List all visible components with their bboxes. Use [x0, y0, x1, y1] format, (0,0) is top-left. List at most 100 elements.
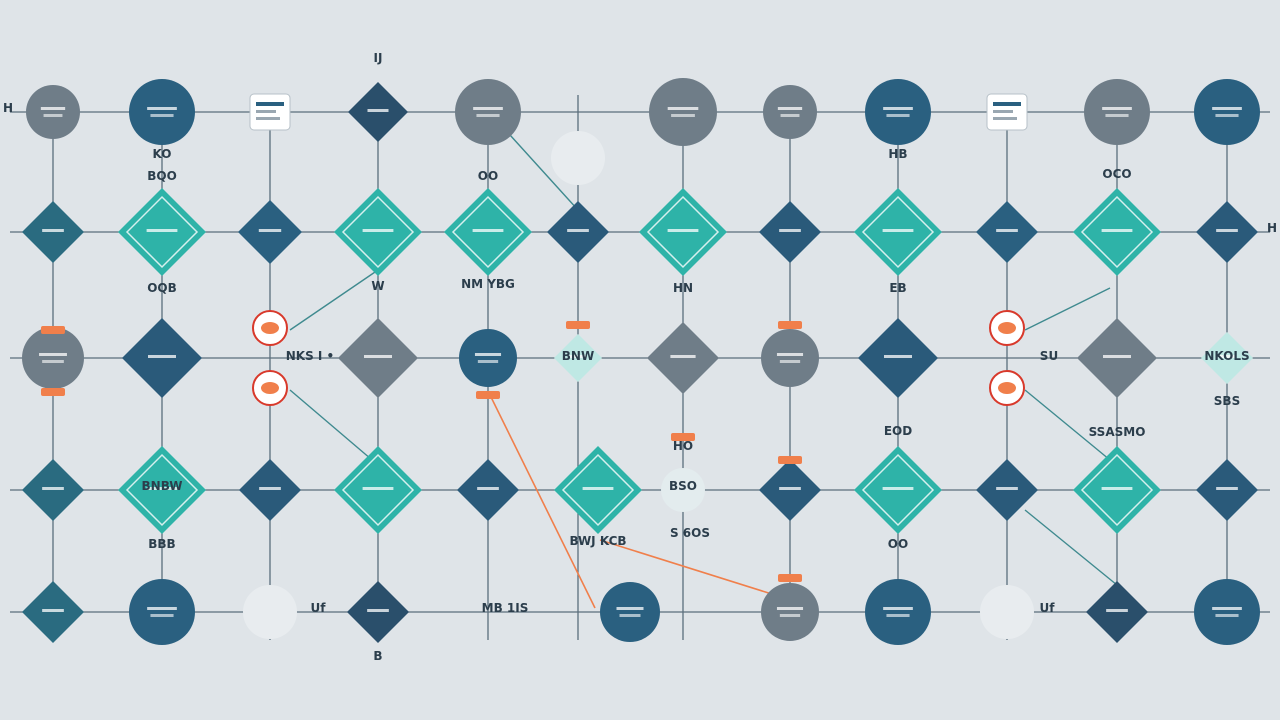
node-text-line — [780, 114, 800, 117]
node-text-line — [364, 355, 392, 358]
node-text-line — [477, 487, 499, 490]
node-text-line — [1217, 355, 1237, 358]
node-text-line — [473, 107, 503, 110]
process-node — [455, 79, 521, 145]
diamond-inner-border — [125, 453, 199, 527]
label-l-bwjkcb: BWJ KCB — [569, 534, 626, 548]
node-text-line — [148, 355, 176, 358]
label-l-side2: H — [1267, 221, 1277, 235]
node-text-line — [619, 614, 641, 617]
node-text-line — [779, 229, 801, 232]
alert-icon — [261, 322, 279, 334]
label-l-ns1: NKS I • — [286, 349, 334, 363]
orange-connector — [599, 539, 776, 596]
node-text-line — [477, 360, 499, 363]
process-node — [1194, 79, 1260, 145]
process-node — [129, 79, 195, 145]
node-text-line — [476, 114, 500, 117]
label-l-oqb: OQB — [147, 281, 177, 295]
node-text-line — [569, 355, 587, 358]
process-node — [1084, 79, 1150, 145]
diamond-inner-border — [341, 195, 415, 269]
label-l-ds: BBB — [148, 537, 175, 551]
node-text-line — [886, 114, 910, 117]
ghost-node — [551, 131, 605, 185]
node-text-line — [259, 487, 281, 490]
node-text-line — [43, 114, 63, 117]
node-text-line — [147, 107, 177, 110]
node-text-line — [779, 614, 801, 617]
node-text-line — [779, 487, 801, 490]
label-l-oco: OCO — [1102, 167, 1131, 181]
nodes — [22, 78, 1260, 645]
node-text-line — [777, 107, 803, 110]
card-line — [256, 110, 276, 113]
orange-tag — [671, 433, 695, 441]
diagonal-connector — [289, 269, 379, 331]
ghost-node — [243, 585, 297, 639]
alert-icon — [998, 382, 1016, 394]
diamond-inner-border — [861, 195, 935, 269]
node-text-line — [40, 107, 66, 110]
orange-tag — [778, 321, 802, 329]
node-text-line — [996, 487, 1018, 490]
label-l-sqs: S 6OS — [670, 526, 710, 540]
label-l-nkols: NKOLS — [1204, 349, 1249, 363]
node-text-line — [882, 229, 914, 232]
process-node — [865, 79, 931, 145]
node-text-line — [1215, 114, 1239, 117]
label-l-bnw: BNW — [562, 349, 594, 363]
label-l-bnbw: BNBW — [142, 479, 183, 493]
node-text-line — [474, 353, 502, 356]
label-l-oo2: OO — [888, 537, 908, 551]
node-text-line — [1101, 229, 1133, 232]
process-node — [763, 85, 817, 139]
process-node — [600, 582, 660, 642]
process-node — [761, 329, 819, 387]
label-l-ho: HO — [673, 439, 693, 453]
node-text-line — [150, 614, 174, 617]
label-l-ko: KO — [153, 147, 172, 161]
label-l-m: MB 1IS — [482, 601, 529, 615]
node-text-line — [146, 487, 178, 490]
label-l-b: B — [373, 649, 382, 663]
node-text-line — [776, 607, 804, 610]
node-text-line — [567, 229, 589, 232]
node-text-line — [1103, 355, 1131, 358]
node-text-line — [42, 609, 64, 612]
orange-tag — [476, 391, 500, 399]
diamond-inner-border — [646, 195, 720, 269]
node-text-line — [150, 114, 174, 117]
label-l-sbs: SBS — [1214, 394, 1240, 408]
node-text-line — [582, 487, 614, 490]
process-node — [26, 85, 80, 139]
diamond-inner-border — [1080, 453, 1154, 527]
node-text-line — [1216, 487, 1238, 490]
process-node — [22, 327, 84, 389]
card-bar — [256, 102, 284, 106]
node-text-line — [42, 229, 64, 232]
node-text-line — [1105, 114, 1129, 117]
node-text-line — [671, 114, 695, 117]
process-node — [1194, 579, 1260, 645]
label-l-oo: OO — [478, 169, 498, 183]
process-node — [129, 579, 195, 645]
node-text-line — [1216, 229, 1238, 232]
node-text-line — [883, 107, 913, 110]
node-text-line — [1212, 107, 1242, 110]
node-text-line — [670, 355, 696, 358]
process-node — [459, 329, 517, 387]
alert-icon — [998, 322, 1016, 334]
node-text-line — [667, 229, 699, 232]
alert-icon — [261, 382, 279, 394]
node-text-line — [258, 229, 282, 232]
label-l-hb: HB — [888, 147, 907, 161]
node-text-line — [367, 109, 389, 112]
node-text-line — [996, 229, 1018, 232]
card-line — [256, 117, 280, 120]
node-text-line — [776, 353, 804, 356]
label-l-ws: W — [371, 279, 384, 293]
orange-tag — [41, 388, 65, 396]
diamond-inner-border — [861, 453, 935, 527]
